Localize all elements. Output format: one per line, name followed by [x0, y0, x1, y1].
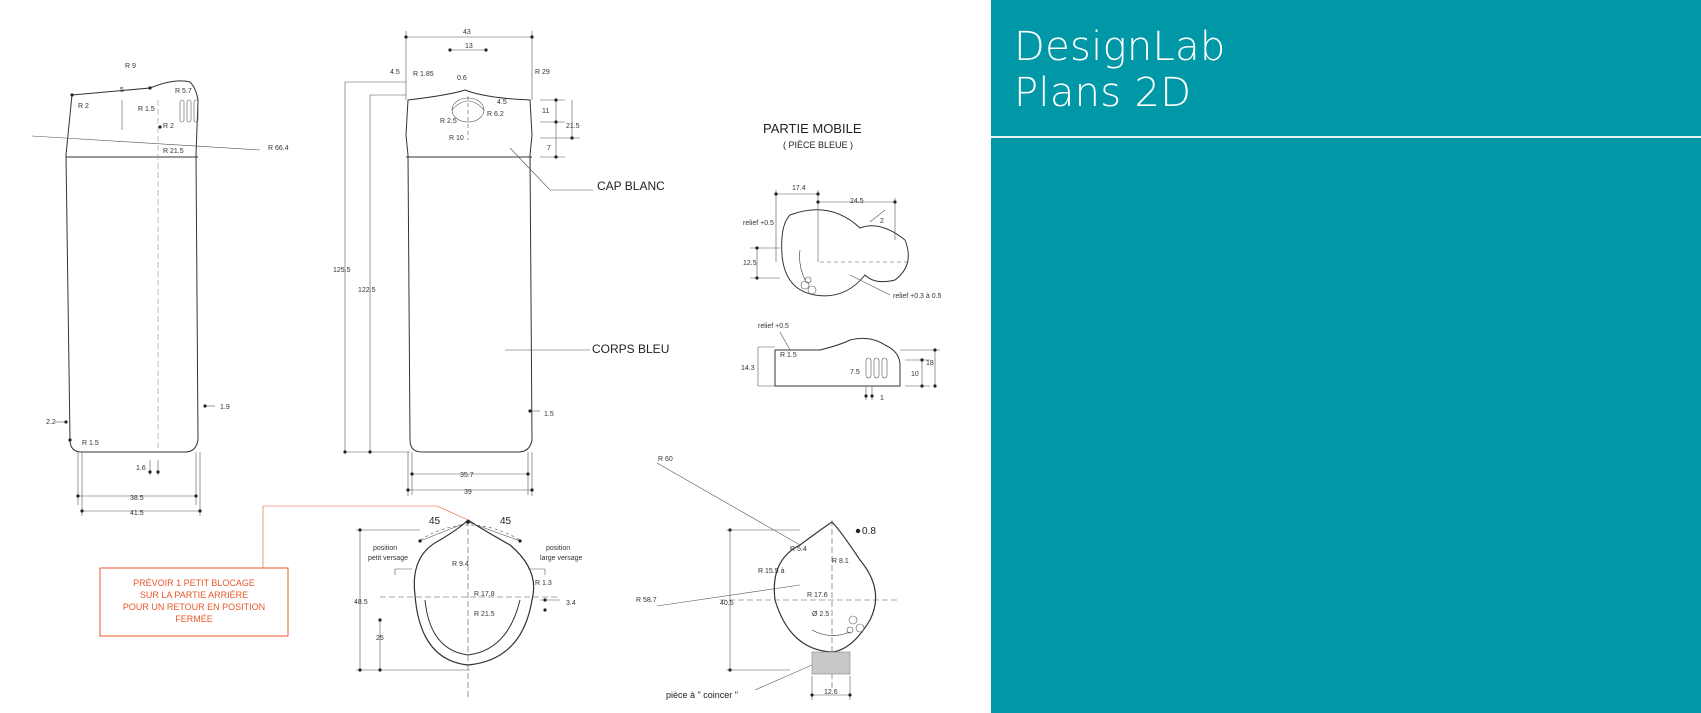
dim-label: R 2 [78, 103, 89, 110]
dim-label: 13 [465, 43, 473, 50]
label-mobile-subtitle: ( PIÈCE BLEUE ) [783, 140, 853, 150]
label-mobile-title: PARTIE MOBILE [763, 121, 862, 136]
dim-label: R 2 [163, 123, 174, 130]
dim-label: R 21.5 [163, 148, 184, 155]
title-panel: DesignLab Plans 2D [991, 0, 1701, 713]
note-text: PRÉVOIR 1 PETIT BLOCAGE SUR LA PARTIE AR… [123, 578, 265, 624]
dim-label: 122.5 [358, 287, 376, 294]
front-view [344, 31, 593, 496]
dim-label: R 1.5 [82, 440, 99, 447]
dim-label: 11 [542, 108, 549, 115]
top-view-body [356, 519, 560, 700]
dim-label: 12.5 [743, 260, 757, 267]
label-pos-large-1: position [546, 545, 570, 552]
note-line: POUR UN RETOUR EN POSITION [123, 602, 265, 612]
dim-label: Ø 2.5 [812, 611, 829, 618]
dim-label: 7 [547, 145, 551, 152]
dim-label: 24.5 [850, 198, 864, 205]
dim-label: R 2.5 [440, 118, 457, 125]
panel-title: DesignLab [1014, 24, 1226, 70]
label-body: CORPS BLEU [592, 342, 669, 356]
top-view-mobile [656, 462, 900, 700]
dim-label: 0.8 [862, 526, 876, 537]
dim-label: R 58.7 [636, 597, 657, 604]
dim-label: 45 [429, 516, 441, 527]
label-cap: CAP BLANC [597, 179, 665, 193]
note-line: PRÉVOIR 1 PETIT BLOCAGE [133, 578, 255, 588]
dim-label: 35.7 [460, 472, 474, 479]
dim-label: 0.6 [457, 75, 467, 82]
dim-label: R 17.6 [807, 592, 828, 599]
note-line: FERMÉE [175, 614, 213, 624]
dim-label: R 60 [658, 456, 673, 463]
dimension-dots [64, 35, 937, 697]
dim-label: 48.5 [354, 599, 368, 606]
dim-label: 2 [880, 218, 884, 225]
dim-label: 14.3 [741, 365, 755, 372]
dim-label: 41.5 [130, 510, 144, 517]
dim-label: 4.5 [497, 99, 507, 106]
note-box [99, 505, 469, 637]
dim-label: 18 [926, 360, 934, 367]
dim-label: 10 [911, 371, 919, 378]
dim-label: 43 [463, 29, 471, 36]
dim-label: 21.5 [566, 123, 580, 130]
technical-drawing: CAP BLANC CORPS BLEU PARTIE MOBILE ( PIÈ… [31, 29, 942, 700]
dim-label: 3.4 [566, 600, 576, 607]
label-pos-small-1: position [373, 545, 397, 552]
dim-label: 38.5 [130, 495, 144, 502]
dim-label: R 15.5 à [758, 568, 785, 575]
dim-label: R 1.5 [780, 352, 797, 359]
panel-heading: DesignLab Plans 2D [1014, 24, 1226, 116]
dim-label: R 1.3 [535, 580, 552, 587]
dim-label: 1.6 [136, 465, 146, 472]
dim-label: 1 [880, 395, 884, 402]
dim-label: 12.6 [824, 689, 838, 696]
dim-label: R 9 [125, 63, 136, 70]
side-view [31, 80, 261, 516]
dim-label: 39 [464, 489, 472, 496]
dim-label: R 8.1 [832, 558, 849, 565]
dim-label: 17.4 [792, 185, 806, 192]
technical-drawing-svg: CAP BLANC CORPS BLEU PARTIE MOBILE ( PIÈ… [31, 29, 942, 700]
dim-label: 7.5 [850, 369, 860, 376]
dim-label: 1.9 [220, 404, 230, 411]
label-pos-large-2: large versage [540, 555, 583, 562]
label-wedge: pièce à " coincer " [666, 690, 738, 700]
dim-label: R 66.4 [268, 145, 289, 152]
dim-label: 25 [376, 635, 384, 642]
dim-label: R 17.8 [474, 591, 495, 598]
dim-label: relief +0.5 [758, 323, 789, 330]
label-pos-small-2: petit versage [368, 555, 408, 562]
dim-label: 45 [500, 516, 512, 527]
dim-label: R 29 [535, 69, 550, 76]
dim-label: 5 [120, 87, 124, 94]
dim-label: 40.5 [720, 600, 734, 607]
dim-label: R 9.4 [452, 561, 469, 568]
labels: CAP BLANC CORPS BLEU PARTIE MOBILE ( PIÈ… [46, 29, 942, 700]
mobile-part-views [750, 190, 940, 400]
dim-label: 125.5 [333, 267, 351, 274]
dim-label: R 10 [449, 135, 464, 142]
panel-subtitle: Plans 2D [1014, 70, 1192, 116]
dim-label: relief +0.5 [743, 220, 774, 227]
panel-divider [991, 136, 1701, 138]
dim-label: R 5.4 [790, 546, 807, 553]
dim-label: R 21.5 [474, 611, 495, 618]
dim-label: 4.5 [390, 69, 400, 76]
dim-label: R 1.5 [138, 106, 155, 113]
dim-label: R 1.85 [413, 71, 434, 78]
dim-label: R 5.7 [175, 88, 192, 95]
dim-label: 2.2 [46, 419, 56, 426]
note-line: SUR LA PARTIE ARRIÈRE [140, 590, 248, 600]
dim-label: R 6.2 [487, 111, 504, 118]
dim-label: 1.5 [544, 411, 554, 418]
dim-label: relief +0.3 à 0.5 [893, 293, 942, 300]
